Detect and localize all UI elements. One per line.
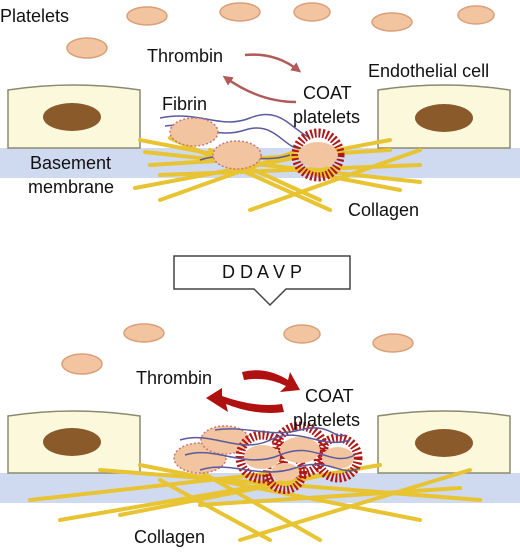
label-coat-top: COAT — [303, 83, 352, 103]
label-endothelial: Endothelial cell — [368, 61, 489, 81]
endothelial-cell-right — [377, 410, 511, 474]
label-thrombin-top: Thrombin — [147, 46, 223, 66]
platelet — [371, 12, 413, 32]
collagen-fibers-bottom — [28, 458, 482, 542]
platelet — [457, 5, 495, 25]
floating-platelets-top — [66, 2, 495, 59]
nucleus — [43, 428, 101, 456]
nucleus — [415, 104, 473, 132]
arrow-coat-to-fibrin-top — [222, 75, 297, 104]
adherent-platelets-top — [169, 117, 262, 170]
label-coat-platelets-top: platelets — [293, 107, 360, 127]
endothelial-cell-left — [7, 410, 141, 474]
label-collagen-top: Collagen — [348, 200, 419, 220]
endothelial-cell-right — [377, 84, 511, 149]
coat-platelet-top — [291, 128, 345, 182]
label-ddavp: D D A V P — [222, 262, 302, 282]
label-basement: Basement — [30, 153, 111, 173]
arrow-thrombin-to-coat-bottom — [242, 370, 300, 392]
label-thrombin-bottom: Thrombin — [136, 368, 212, 388]
label-platelets: Platelets — [0, 6, 69, 26]
label-coat-bottom: COAT — [305, 386, 354, 406]
top-panel: Platelets Thrombin COAT platelets Endoth… — [0, 2, 520, 220]
nucleus — [415, 429, 473, 457]
adherent-platelets-bottom — [173, 425, 250, 474]
platelet — [66, 37, 108, 59]
label-fibrin: Fibrin — [162, 94, 207, 114]
platelet — [126, 6, 168, 26]
platelet — [219, 2, 261, 22]
label-collagen-bottom: Collagen — [134, 527, 205, 547]
arrow-thrombin-to-coat-top — [244, 53, 302, 73]
fibrin-strands-bottom — [179, 427, 361, 473]
bottom-panel: Thrombin COAT platelets Collagen — [0, 323, 520, 547]
floating-platelets-bottom — [61, 323, 414, 375]
nucleus — [43, 103, 101, 131]
platelet — [293, 2, 331, 22]
endothelial-cell-left — [7, 84, 141, 149]
label-coat-platelets-bottom: platelets — [293, 410, 360, 430]
arrow-coat-to-fibrin-bottom — [206, 388, 284, 413]
ddavp-arrow: D D A V P — [173, 255, 351, 307]
label-membrane: membrane — [28, 177, 114, 197]
